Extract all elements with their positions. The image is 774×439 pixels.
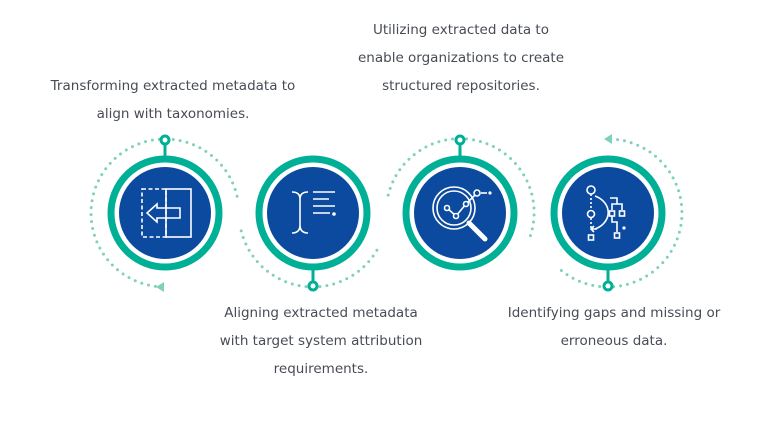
arrow-head-icon — [156, 282, 164, 292]
dotted-arc-4 — [557, 137, 684, 289]
dotted-arc-3 — [386, 137, 536, 240]
caption-line: Utilizing extracted data to — [372, 22, 549, 38]
caption-line: enable organizations to create — [357, 50, 565, 66]
caption-line: Aligning extracted metadata — [224, 305, 418, 321]
caption-line: Transforming extracted metadata to — [50, 78, 296, 94]
caption-line: erroneous data. — [560, 333, 668, 349]
caption-line: Identifying gaps and missing or — [507, 305, 721, 321]
transform-arrow-icon — [141, 188, 192, 238]
magnifier-chart-icon — [432, 186, 492, 242]
step-circle-1 — [107, 155, 223, 271]
caption-line: structured repositories. — [382, 78, 540, 94]
pin — [159, 134, 171, 146]
hierarchy-flow-icon — [586, 185, 626, 241]
step-circle-3 — [402, 155, 518, 271]
text-cursor-list-icon — [291, 191, 336, 234]
pin — [307, 280, 319, 292]
caption-line: align with taxonomies. — [96, 106, 250, 122]
pin — [602, 280, 614, 292]
pin — [454, 134, 466, 146]
step-4-caption: Identifying gaps and missing or erroneou… — [508, 299, 721, 355]
step-3-caption: Utilizing extracted data to enable organ… — [358, 16, 564, 100]
caption-line: with target system attribution — [219, 333, 423, 349]
caption-line: requirements. — [273, 361, 369, 377]
arrow-head-icon — [604, 134, 612, 144]
dotted-arc-1 — [89, 137, 239, 289]
step-2-caption: Aligning extracted metadata with target … — [220, 299, 423, 383]
step-1-caption: Transforming extracted metadata to align… — [51, 72, 296, 128]
dotted-arc-2 — [239, 229, 382, 289]
